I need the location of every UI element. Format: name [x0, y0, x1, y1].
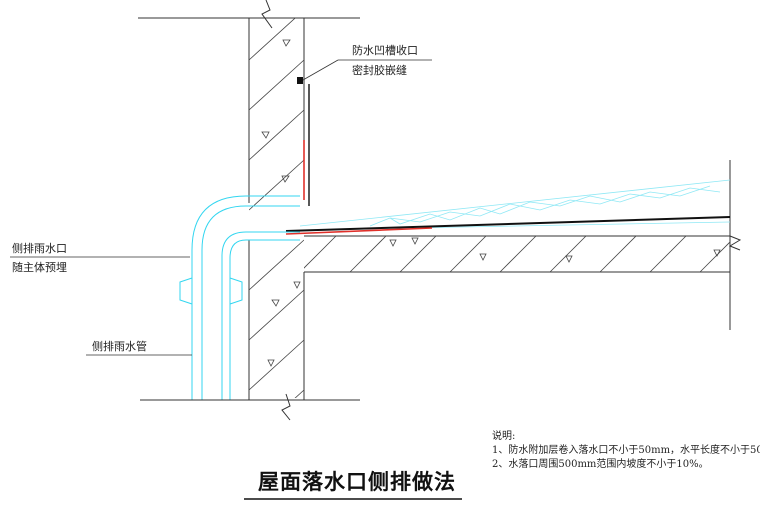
- label-embedded-with-structure: 随主体预埋: [12, 261, 67, 274]
- label-sealant-joint: 密封胶嵌缝: [352, 64, 407, 77]
- slab-break-symbol: [728, 235, 742, 251]
- groove-leader-diag: [302, 59, 339, 81]
- insulation-layer: [299, 179, 731, 231]
- label-waterproof-groove: 防水凹槽收口: [352, 44, 418, 57]
- bottom-break-symbol: [281, 393, 291, 421]
- drawing-title: 屋面落水口侧排做法: [258, 470, 456, 494]
- notes-heading: 说明:: [492, 431, 516, 442]
- slab-aggregate-marks: [389, 237, 721, 263]
- wall-hatching: [249, 18, 304, 398]
- side-drain-pipe-drawing: [179, 195, 300, 400]
- slab-hatching: [304, 236, 730, 273]
- label-side-drain-pipe: 侧排雨水管: [92, 340, 147, 353]
- wall-aggregate-marks: [261, 39, 301, 367]
- top-break-symbol: [261, 0, 273, 29]
- notes-block: 说明: 1、防水附加层卷入落水口不小于50mm，水平长度不小于500mm。 2、…: [492, 430, 760, 472]
- note-item-1: 1、防水附加层卷入落水口不小于50mm，水平长度不小于500mm。: [492, 445, 760, 456]
- groove-block: [297, 77, 303, 84]
- main-membrane: [285, 216, 731, 232]
- label-side-drain-outlet: 侧排雨水口: [12, 242, 67, 255]
- additional-membrane-horizontal: [285, 227, 433, 235]
- note-item-2: 2、水落口周围500mm范围内坡度不小于10%。: [492, 459, 709, 470]
